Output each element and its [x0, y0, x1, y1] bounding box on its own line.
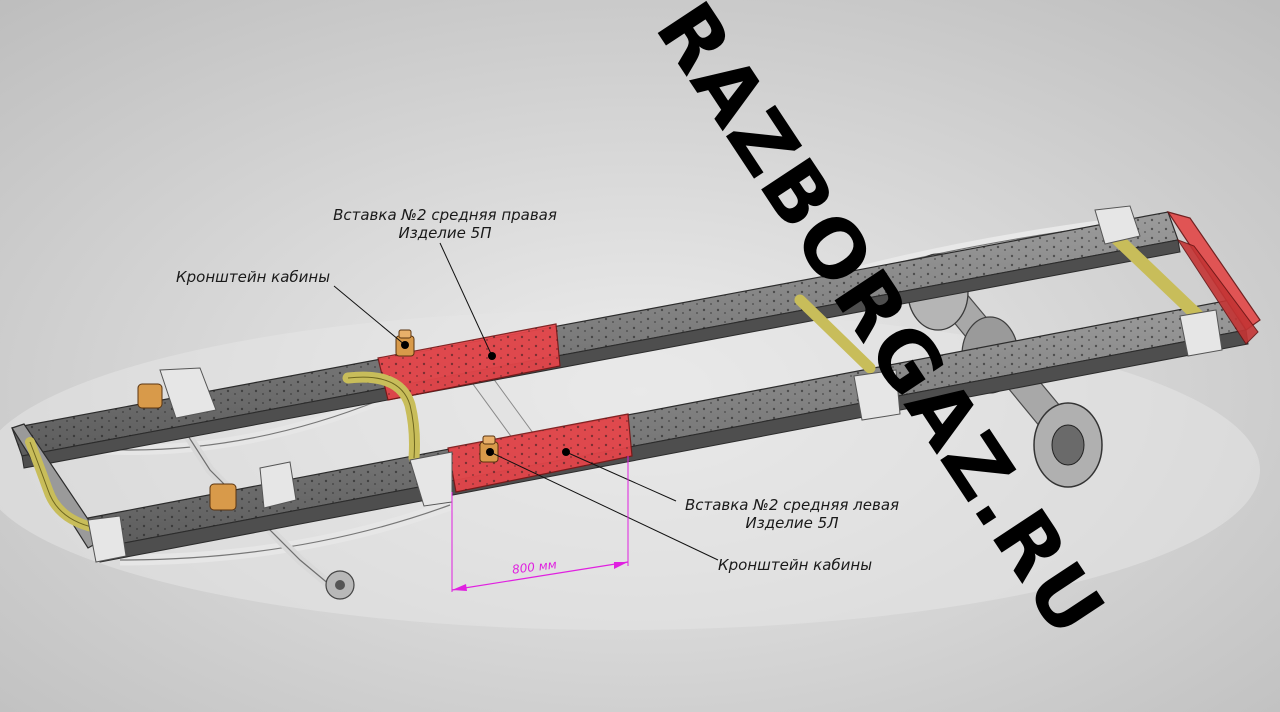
label-insert-left: Вставка №2 средняя левая Изделие 5Л — [676, 496, 908, 532]
leader-cab-bracket-bottom-dot — [486, 448, 494, 456]
mid-tube-crossmember-outline — [347, 376, 415, 459]
leader-cab-bracket-bottom — [489, 451, 719, 561]
leader-insert-left — [565, 451, 677, 502]
front-tube-crossmember-outline — [29, 441, 97, 529]
label-insert-right-line2: Изделие 5П — [398, 224, 492, 242]
leader-insert-left-dot — [562, 448, 570, 456]
left-frame-rail-holes — [12, 212, 1178, 456]
leader-insert-right — [439, 242, 493, 357]
label-insert-right: Вставка №2 средняя правая Изделие 5П — [324, 206, 566, 242]
rear-mid-hanger — [853, 369, 901, 421]
label-insert-right-line1: Вставка №2 средняя правая — [333, 206, 557, 224]
front-bump-stop-right — [209, 483, 237, 511]
insert-left-middle-holes — [448, 414, 632, 492]
label-cab-bracket-bottom: Кронштейн кабины — [718, 556, 873, 574]
rear-hub-right-center — [1051, 424, 1085, 466]
rear-spring-hanger-right — [1179, 309, 1223, 357]
leader-cab-bracket-top-dot — [401, 341, 409, 349]
dimension-arrow-right — [614, 562, 628, 569]
label-insert-left-line1: Вставка №2 средняя левая — [684, 496, 900, 514]
front-bump-stop-left — [137, 383, 163, 409]
front-spring-hanger-right — [259, 461, 297, 509]
leader-insert-right-dot — [488, 352, 496, 360]
front-shackle — [87, 515, 127, 563]
leader-cab-bracket-top — [333, 285, 406, 346]
insert-right-middle-holes — [378, 324, 560, 400]
label-cab-bracket-top: Кронштейн кабины — [176, 268, 331, 286]
front-wheel-hub-center — [335, 580, 345, 590]
rear-tube-crossmember-1 — [794, 294, 876, 374]
right-frame-rail-holes — [88, 300, 1246, 548]
label-insert-left-line2: Изделие 5Л — [745, 514, 839, 532]
dimension-arrow-left — [452, 584, 467, 591]
rear-spring-hanger-left — [1094, 205, 1141, 245]
dimension-line — [451, 561, 629, 591]
rear-crossmember-lower — [1176, 238, 1259, 345]
left-frame-rail-web — [21, 239, 1181, 469]
front-spring-hanger-left — [159, 367, 217, 419]
rear-tube-crossmember-2 — [1103, 225, 1207, 325]
